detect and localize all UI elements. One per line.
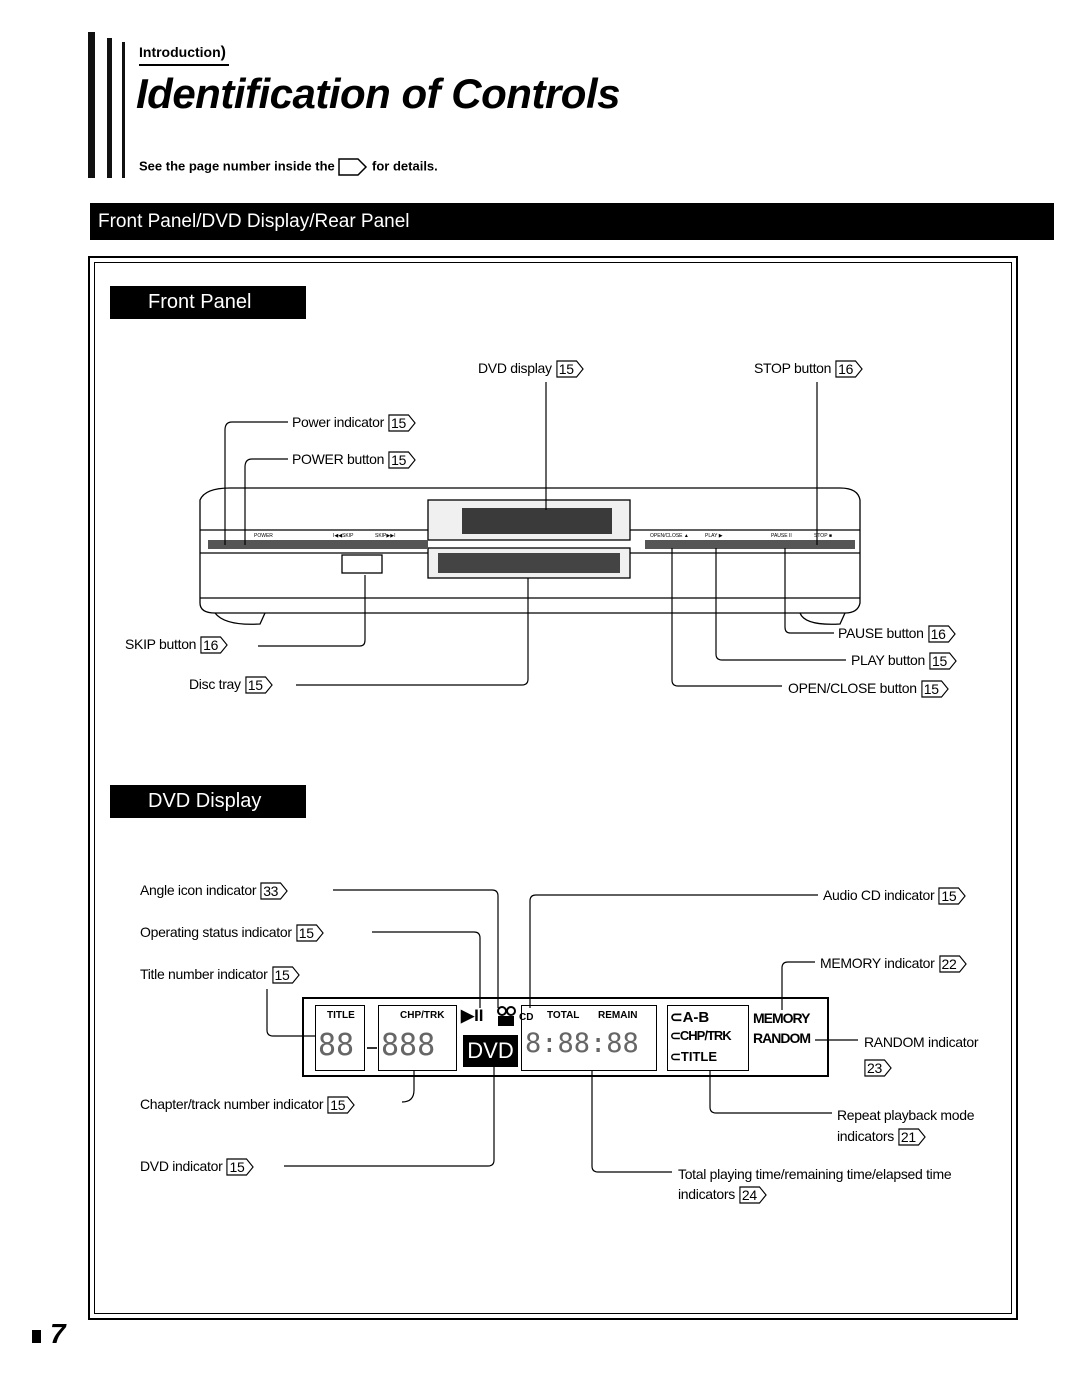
device-power-marking: POWER [254, 533, 273, 539]
page-ref-icon [338, 158, 368, 176]
chp-trk-box [378, 1005, 457, 1071]
display-dvd-text: DVD [467, 1038, 514, 1063]
device-play-marking: PLAY ▶ [705, 533, 723, 539]
display-chp-digits: 888 [381, 1028, 436, 1063]
display-memory-tag: MEMORY [753, 1010, 810, 1026]
random-label: RANDOM indicator [864, 1034, 979, 1050]
device-skip-back-marking: I◀◀SKIP [333, 533, 354, 539]
left-rule-thin [122, 42, 125, 178]
repeat-box [667, 1005, 749, 1071]
display-dvd-badge: DVD [463, 1035, 518, 1067]
section-underline [139, 64, 229, 66]
page-number-marker [32, 1330, 41, 1343]
dvd-player-illustration [199, 382, 861, 687]
front-panel-heading: Front Panel [110, 286, 306, 319]
device-stop-marking: STOP ■ [814, 533, 832, 539]
display-time-digits: 8:88:88 [525, 1028, 639, 1059]
page-subtitle: See the page number inside the for detai… [139, 158, 438, 176]
display-cd-tag: CD [519, 1012, 534, 1023]
page-title: Identification of Controls [136, 70, 620, 117]
left-rule-thick [88, 32, 95, 178]
total-time-label-line1: Total playing time/remaining time/elapse… [678, 1166, 952, 1182]
display-repeat-ab: ⊂A-B [670, 1009, 710, 1026]
display-random-tag: RANDOM [753, 1030, 811, 1046]
page-number: 7 [50, 1318, 66, 1349]
display-title-digits: 88 [318, 1028, 355, 1063]
random-page-ref: 23 [864, 1059, 892, 1077]
section-label: Introduction) [139, 44, 226, 61]
time-box [521, 1005, 657, 1071]
section-banner: Front Panel/DVD Display/Rear Panel [90, 203, 1054, 240]
content-frame-inner [94, 262, 1012, 1314]
display-angle-icon [496, 1006, 518, 1033]
display-panel [302, 997, 829, 1077]
display-dash-1 [367, 1047, 377, 1049]
device-open-close-marking: OPEN/CLOSE ▲ [650, 533, 689, 539]
device-pause-marking: PAUSE II [771, 533, 792, 539]
device-skip-fwd-marking: SKIP▶▶I [375, 533, 396, 539]
dvd-display-heading: DVD Display [110, 785, 306, 818]
left-rule-medium [107, 38, 112, 178]
display-play-pause-icon: ▶II [461, 1006, 484, 1025]
display-remain-tag: REMAIN [598, 1010, 638, 1021]
content-frame [88, 256, 1018, 1320]
display-title-tag: TITLE [327, 1010, 355, 1021]
title-box [315, 1005, 365, 1071]
display-total-tag: TOTAL [547, 1010, 580, 1021]
repeat-mode-label-line1: Repeat playback mode [837, 1107, 975, 1123]
display-repeat-chp: ⊂CHP/TRK [670, 1028, 732, 1043]
display-chp-trk-tag: CHP/TRK [400, 1010, 445, 1021]
display-repeat-title: ⊂TITLE [670, 1049, 717, 1064]
